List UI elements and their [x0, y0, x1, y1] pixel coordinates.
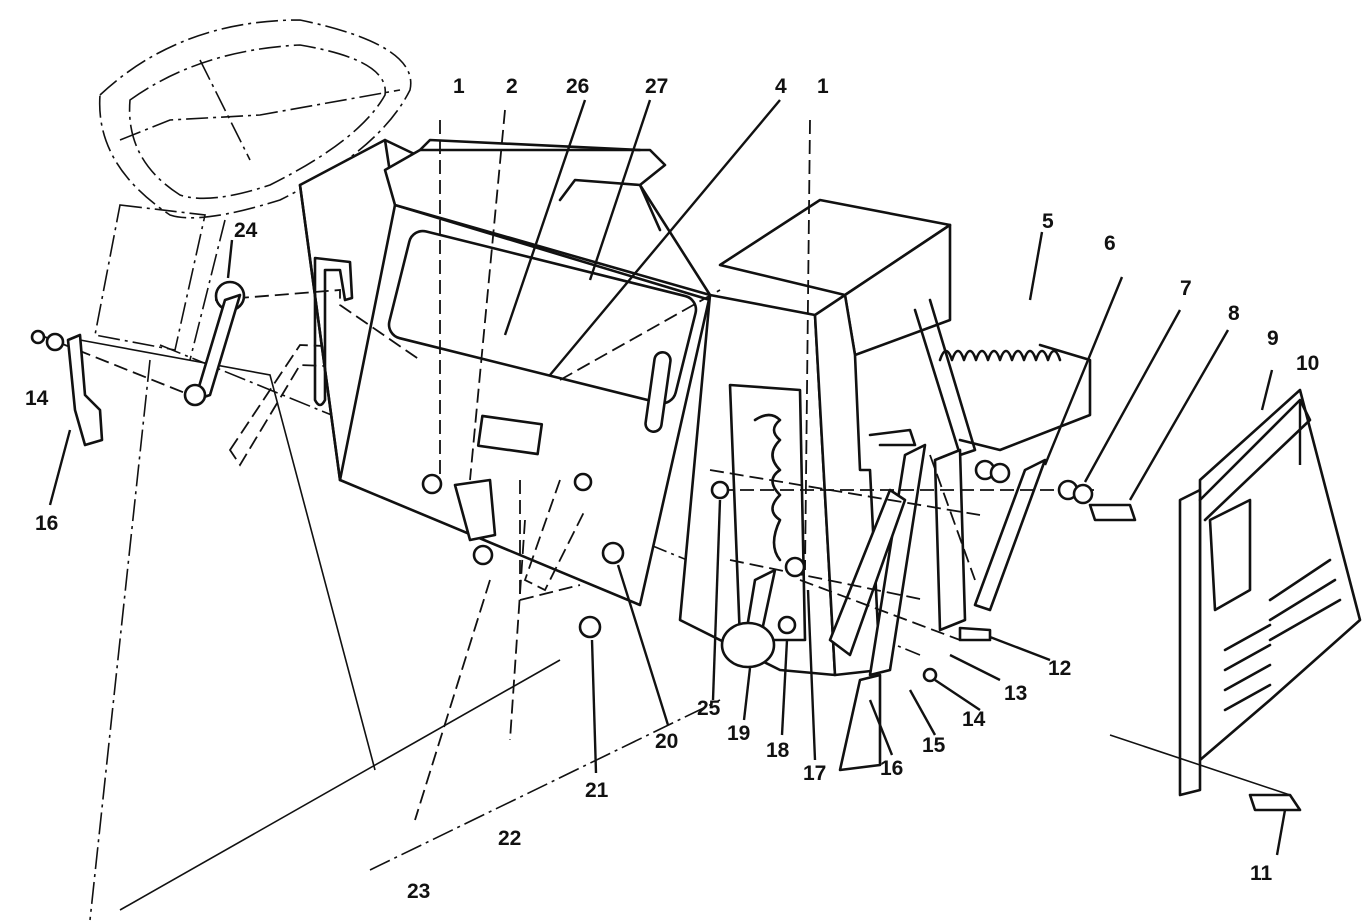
left-bracket [30, 280, 246, 447]
levers [720, 443, 1047, 772]
callout-22: 22 [498, 827, 521, 850]
callout-8: 8 [1228, 302, 1240, 325]
callout-12: 12 [1048, 657, 1071, 680]
callout-20: 20 [655, 730, 678, 753]
callout-23: 23 [407, 880, 430, 903]
callout-19: 19 [727, 722, 750, 745]
control-console [298, 138, 712, 607]
assembly-lines [39, 109, 1095, 821]
callout-9: 9 [1267, 327, 1279, 350]
hardware [421, 414, 1302, 812]
callout-24: 24 [234, 219, 258, 242]
callout-14-left: 14 [25, 387, 49, 410]
callout-4: 4 [775, 75, 787, 98]
callout-18: 18 [766, 739, 790, 762]
callout-25: 25 [697, 697, 721, 720]
callouts: 1 2 26 27 4 1 5 6 7 8 9 10 24 14 16 12 1… [25, 75, 1319, 903]
gated-side-plate [678, 293, 837, 677]
side-panel-right [1109, 388, 1362, 797]
steering-wheel-phantom [89, 19, 412, 921]
callout-14-right: 14 [962, 708, 986, 731]
leader-lines [48, 99, 1302, 856]
callout-13: 13 [1004, 682, 1027, 705]
callout-1-right: 1 [817, 75, 829, 98]
callout-6: 6 [1104, 232, 1116, 255]
callout-5: 5 [1042, 210, 1054, 233]
callout-26: 26 [566, 75, 589, 98]
callout-2: 2 [506, 75, 518, 98]
callout-21: 21 [585, 779, 609, 802]
callout-16-left: 16 [35, 512, 58, 535]
callout-16-right: 16 [880, 757, 903, 780]
callout-11: 11 [1250, 862, 1273, 885]
callout-15: 15 [922, 734, 946, 757]
spring [938, 349, 1062, 362]
callout-7: 7 [1180, 277, 1192, 300]
callout-27: 27 [645, 75, 668, 98]
callout-10: 10 [1296, 352, 1319, 375]
callout-1-left: 1 [453, 75, 465, 98]
callout-17: 17 [803, 762, 826, 785]
